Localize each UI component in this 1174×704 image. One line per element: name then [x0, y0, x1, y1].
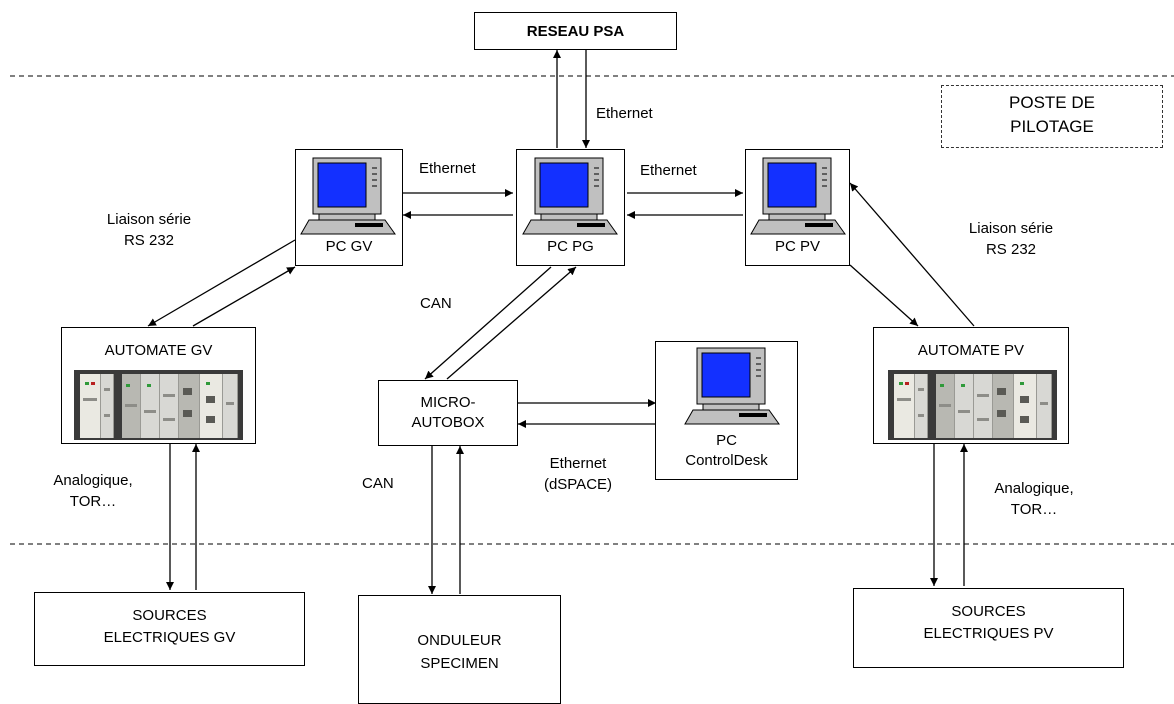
- microautobox-box: MICRO- AUTOBOX: [378, 380, 518, 446]
- pc-pg-label: PC PG: [547, 238, 594, 255]
- microautobox-label-line2: AUTOBOX: [411, 414, 485, 431]
- link-label-ethernet-reseau: Ethernet: [596, 105, 653, 122]
- link-label-analog-right-line2: TOR…: [1010, 501, 1058, 518]
- link-label-analog-right-line1: Analogique,: [994, 480, 1074, 497]
- link-label-rs232-left-line2: RS 232: [123, 232, 175, 249]
- arrow-automate-pv-to-pv: [849, 182, 975, 327]
- link-label-can-lower: CAN: [362, 475, 394, 492]
- link-label-ethernet-gv-pg: Ethernet: [419, 160, 476, 177]
- pc-controldesk-label-line2: ControlDesk: [685, 452, 768, 469]
- sources-gv-label-line2: ELECTRIQUES GV: [103, 629, 236, 646]
- link-label-ethernet-pg-pv: Ethernet: [640, 162, 697, 179]
- link-label-ethernet-dspace-line2: (dSPACE): [543, 476, 613, 493]
- pc-pv-box: PC PV: [745, 149, 850, 266]
- microautobox-label-line1: MICRO-: [420, 394, 476, 411]
- sources-gv-box: SOURCES ELECTRIQUES GV: [34, 592, 305, 666]
- arrow-automate-gv-to-gv: [192, 266, 296, 327]
- link-label-rs232-right-line1: Liaison série: [968, 220, 1054, 237]
- arrow-pg-to-microautobox: [424, 266, 552, 380]
- arrow-gv-to-automate-gv: [147, 239, 296, 327]
- sources-pv-box: SOURCES ELECTRIQUES PV: [853, 588, 1124, 668]
- link-label-rs232-right-line2: RS 232: [985, 241, 1037, 258]
- onduleur-label-line1: ONDULEUR: [417, 632, 502, 649]
- pc-pv-label: PC PV: [774, 238, 820, 255]
- reseau-psa-box: RESEAU PSA: [474, 12, 677, 50]
- link-label-can-upper: CAN: [420, 295, 452, 312]
- arrow-pv-to-automate-pv: [849, 264, 919, 327]
- onduleur-box: ONDULEUR SPECIMEN: [358, 595, 561, 704]
- sources-gv-label-line1: SOURCES: [132, 607, 207, 624]
- pc-controldesk-label-line1: PC: [716, 432, 737, 449]
- automate-gv-label: AUTOMATE GV: [104, 342, 213, 359]
- pc-pg-box: PC PG: [516, 149, 625, 266]
- automate-pv-plc-image: [888, 370, 1057, 440]
- pilot-label-line2: PILOTAGE: [1010, 117, 1094, 136]
- arrow-microautobox-to-pg: [446, 266, 577, 380]
- poste-de-pilotage-zone-label: POSTE DE PILOTAGE: [941, 85, 1163, 148]
- automate-gv-box: AUTOMATE GV: [61, 327, 256, 444]
- reseau-psa-label: RESEAU PSA: [526, 23, 625, 40]
- link-label-analog-left-line2: TOR…: [69, 493, 117, 510]
- pilot-label-line1: POSTE DE: [1009, 93, 1095, 112]
- automate-pv-label: AUTOMATE PV: [917, 342, 1025, 359]
- automate-gv-plc-image: [74, 370, 243, 440]
- sources-pv-label-line2: ELECTRIQUES PV: [923, 625, 1054, 642]
- link-label-ethernet-dspace-line1: Ethernet: [549, 455, 607, 472]
- automate-pv-box: AUTOMATE PV: [873, 327, 1069, 444]
- link-label-analog-left-line1: Analogique,: [53, 472, 133, 489]
- link-label-rs232-left-line1: Liaison série: [106, 211, 192, 228]
- pc-gv-label: PC GV: [325, 238, 373, 255]
- onduleur-label-line2: SPECIMEN: [420, 655, 499, 672]
- sources-pv-label-line1: SOURCES: [951, 603, 1026, 620]
- pc-gv-box: PC GV: [295, 149, 403, 266]
- pc-controldesk-box: PC ControlDesk: [655, 341, 798, 480]
